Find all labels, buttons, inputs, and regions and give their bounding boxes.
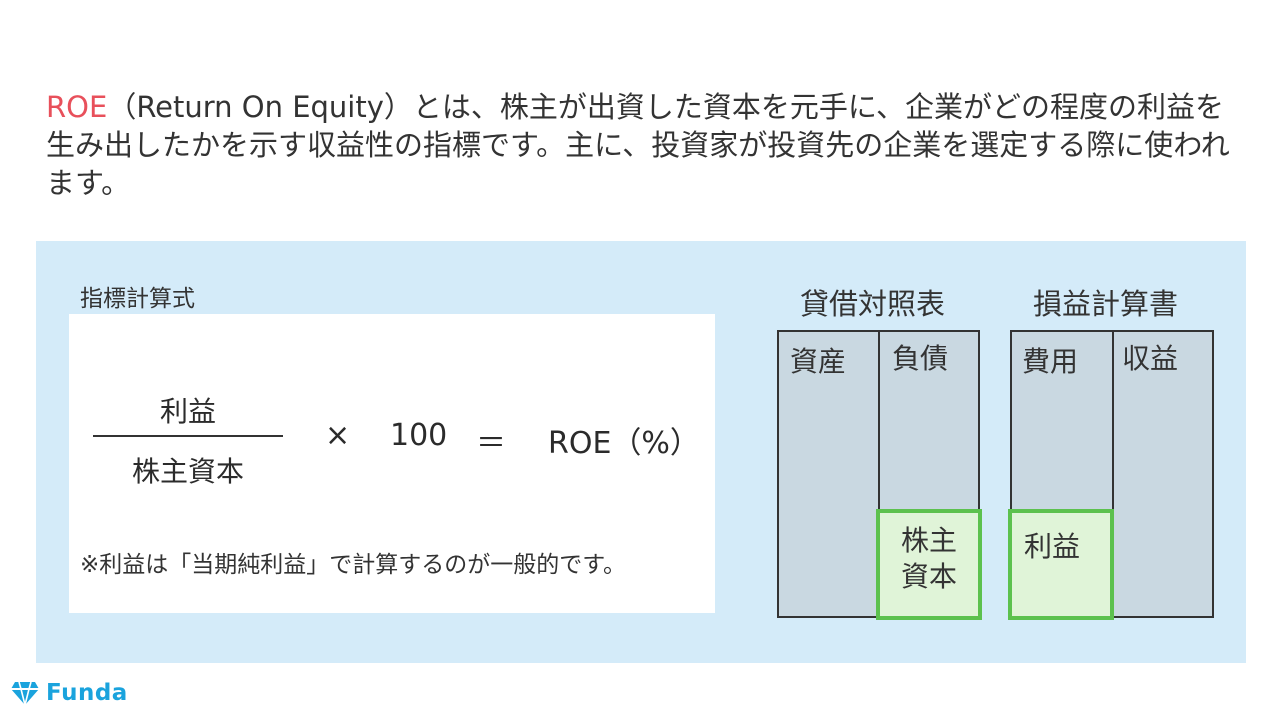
formula-note: ※利益は「当期純利益」で計算するのが一般的です。 [80,552,626,578]
hundred-value: 100 [390,418,448,453]
equity-label-2: 資本 [900,560,957,593]
equity-box: 株主 資本 [876,509,982,620]
formula-result: ROE（%） [548,426,700,461]
assets-column [777,330,880,618]
revenue-label: 収益 [1122,342,1179,375]
assets-label: 資産 [790,345,847,378]
profit-label: 利益 [1024,530,1081,563]
fraction-line [93,435,283,437]
revenue-column [1112,330,1214,618]
logo-text: Funda [46,680,128,706]
expenses-label: 費用 [1022,345,1079,378]
intro-text: ROE（Return On Equity）とは、株主が出資した資本を元手に、企業… [46,88,1246,202]
diamond-icon [11,681,39,706]
liabilities-label: 負債 [892,342,949,375]
intro-body: （Return On Equity）とは、株主が出資した資本を元手に、企業がどの… [46,90,1230,200]
formula-box [69,314,715,613]
formula-denominator: 株主資本 [131,455,244,488]
formula-numerator: 利益 [159,395,216,428]
funda-logo: Funda [10,680,128,706]
equals-sign: ＝ [476,426,506,461]
equity-label-1: 株主 [900,524,957,557]
balance-sheet-title: 貸借対照表 [800,287,946,321]
profit-box: 利益 [1008,509,1114,620]
income-statement-title: 損益計算書 [1033,287,1179,321]
formula-label: 指標計算式 [80,286,195,312]
intro-highlight: ROE [46,90,108,124]
times-sign: × [325,418,351,453]
